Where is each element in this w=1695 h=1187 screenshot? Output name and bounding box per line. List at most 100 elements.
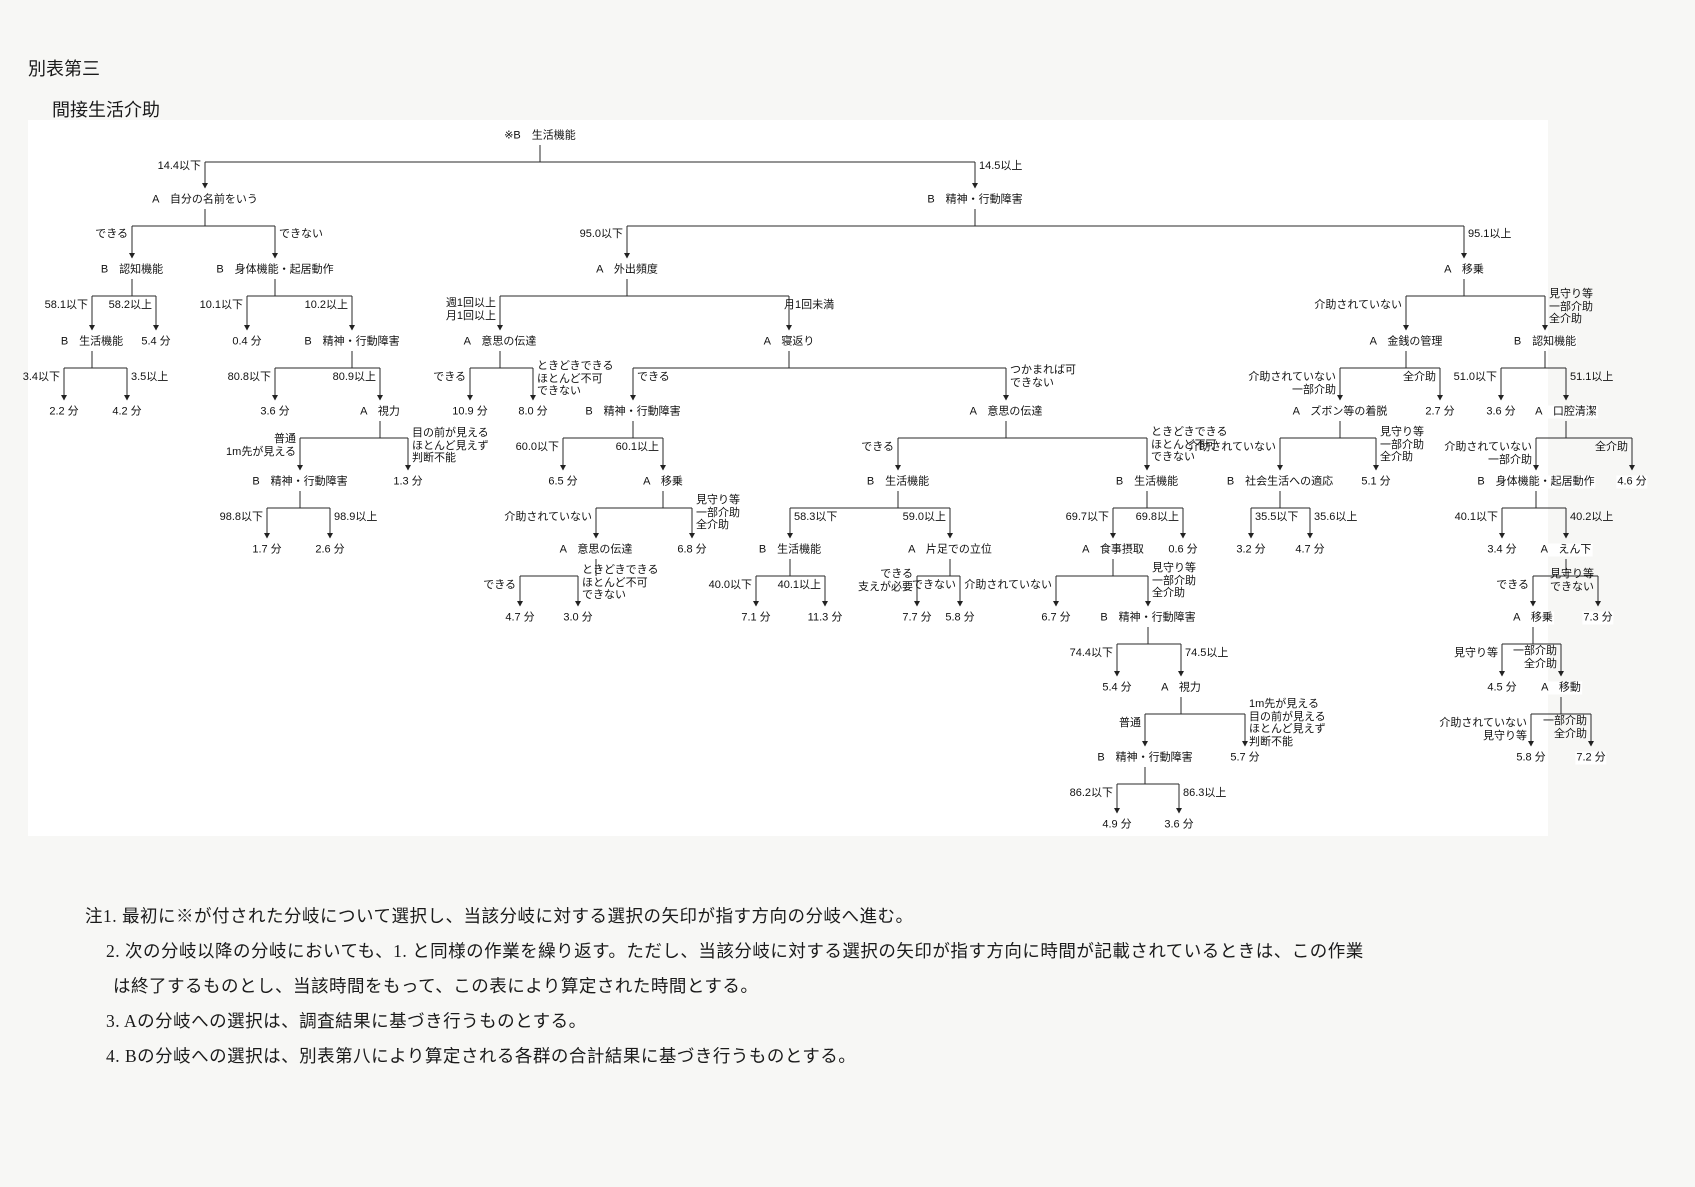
note-line-5: 4. Bの分岐への選択は、別表第八により算定される各群の合計結果に基づき行うもの… [106,1046,857,1066]
branch-label: 60.1以上 [615,441,659,453]
result-time: 7.3 分 [1582,611,1614,625]
branch-label: 14.5以上 [979,160,1023,172]
branch-label: できる [95,228,128,240]
branch-label: 見守り等 [1454,647,1498,659]
branch-label: 普通 1m先が見える [226,433,296,458]
branch-label: 全介助 [1595,441,1628,453]
decision-node: A 自分の名前をいう [151,193,259,207]
branch-label: 95.0以下 [579,228,623,240]
branch-label: 3.4以下 [22,371,60,383]
result-time: 3.0 分 [562,611,594,625]
decision-node: B 認知機能 [99,263,165,277]
branch-label: 86.2以下 [1069,787,1113,799]
decision-node: B 精神・行動障害 [584,405,682,419]
decision-node: A 意思の伝達 [462,335,538,349]
branch-label: 見守り等 一部介助 全介助 [696,494,740,531]
result-time: 3.2 分 [1235,543,1267,557]
page-title: 別表第三 [28,59,100,79]
branch-label: 98.8以下 [219,511,263,523]
decision-node: B 認知機能 [1512,335,1578,349]
result-time: 1.7 分 [251,543,283,557]
branch-label: 週1回以上 月1回以上 [445,297,496,322]
branch-label: できる [433,371,466,383]
branch-label: 58.1以下 [44,299,88,311]
branch-label: 介助されていない [964,579,1052,591]
decision-node: B 精神・行動障害 [926,193,1024,207]
branch-label: ときどきできる ほとんど不可 できない [582,564,659,601]
decision-node: A 意思の伝達 [558,543,634,557]
result-time: 5.1 分 [1360,475,1392,489]
branch-label: 74.5以上 [1185,647,1229,659]
decision-node: A 食事摂取 [1081,543,1145,557]
decision-node: A 片足での立位 [907,543,993,557]
branch-label: 69.8以上 [1135,511,1179,523]
result-time: 5.4 分 [1101,681,1133,695]
branch-label: 10.2以上 [304,299,348,311]
branch-label: 普通 [1119,717,1141,729]
result-time: 1.3 分 [392,475,424,489]
result-time: 6.7 分 [1040,611,1072,625]
result-time: 4.9 分 [1101,818,1133,832]
decision-node: A 移乗 [1443,263,1485,277]
decision-node: B 生活機能 [757,543,823,557]
result-time: 3.6 分 [259,405,291,419]
result-time: 3.4 分 [1486,543,1518,557]
branch-label: 見守り等 一部介助 全介助 [1549,288,1593,325]
result-time: 5.4 分 [140,335,172,349]
branch-label: できる [483,579,516,591]
result-time: 0.4 分 [231,335,263,349]
result-time: 6.8 分 [676,543,708,557]
result-time: 2.2 分 [48,405,80,419]
branch-label: 10.1以下 [199,299,243,311]
branch-label: 35.6以上 [1314,511,1358,523]
branch-label: ときどきできる ほとんど不可 できない [537,360,614,397]
decision-node: A ズボン等の着脱 [1291,405,1389,419]
branch-label: 69.7以下 [1065,511,1109,523]
decision-node: B 精神・行動障害 [1099,611,1197,625]
decision-node: B 身体機能・起居動作 [215,263,335,277]
branch-label: 74.4以下 [1069,647,1113,659]
branch-label: 51.0以下 [1453,371,1497,383]
decision-node: A 移乗 [1512,611,1554,625]
branch-label: 98.9以上 [334,511,378,523]
note-line-3: は終了するものとし、当該時間をもって、この表により算定された時間とする。 [113,976,759,996]
branch-label: 59.0以上 [902,511,946,523]
branch-label: できる 支えが必要 [858,568,913,593]
result-time: 4.6 分 [1616,475,1648,489]
result-time: 0.6 分 [1167,543,1199,557]
branch-label: 35.5以下 [1255,511,1299,523]
branch-label: ときどきできる ほとんど不可 できない [1151,426,1228,463]
branch-label: 40.1以上 [777,579,821,591]
result-time: 5.8 分 [944,611,976,625]
decision-node: A えん下 [1539,543,1593,557]
result-time: 4.2 分 [111,405,143,419]
result-time: 7.7 分 [901,611,933,625]
branch-label: 51.1以上 [1570,371,1614,383]
branch-label: 介助されていない 一部介助 [1444,441,1532,466]
result-time: 8.0 分 [517,405,549,419]
branch-label: できない [912,579,956,591]
result-time: 7.1 分 [740,611,772,625]
result-time: 2.6 分 [314,543,346,557]
result-time: 5.8 分 [1515,751,1547,765]
decision-node: B 生活機能 [865,475,931,489]
decision-node-root: ※B 生活機能 [503,129,577,143]
decision-node: B 生活機能 [1114,475,1180,489]
decision-node: A 視力 [359,405,401,419]
result-time: 7.2 分 [1575,751,1607,765]
branch-label: できない [279,228,323,240]
branch-label: 58.3以下 [794,511,838,523]
branch-label: 介助されていない [504,511,592,523]
branch-label: 介助されていない [1188,441,1276,453]
branch-label: 介助されていない 見守り等 [1439,717,1527,742]
branch-label: 月1回未満 [784,299,835,311]
result-time: 4.7 分 [1294,543,1326,557]
branch-label: 3.5以上 [131,371,169,383]
branch-label: 1m先が見える 目の前が見える ほとんど見えず 判断不能 [1249,698,1326,748]
decision-node: B 精神・行動障害 [1096,751,1194,765]
result-time: 11.3 分 [806,611,844,625]
decision-node: A 移動 [1540,681,1582,695]
note-line-1: 注1. 最初に※が付された分岐について選択し、当該分岐に対する選択の矢印が指す方… [85,906,914,926]
branch-label: 見守り等 できない [1550,568,1594,593]
